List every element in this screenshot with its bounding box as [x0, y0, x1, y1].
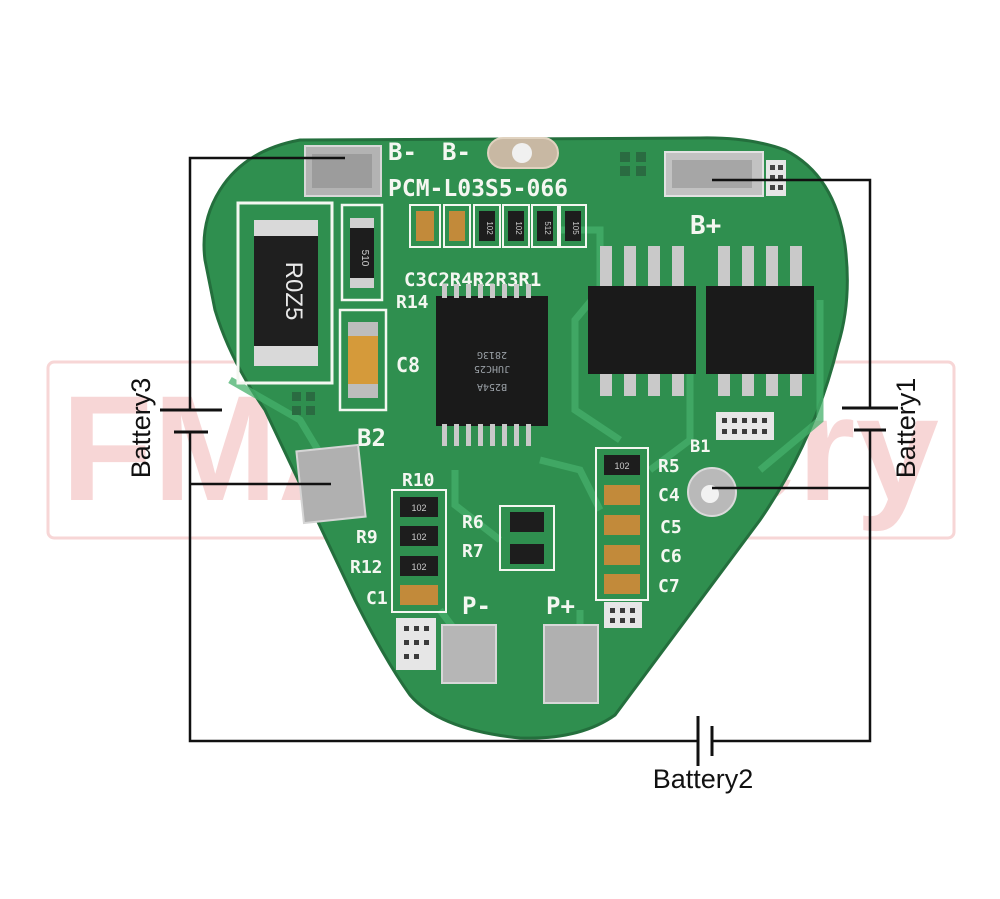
- wire-b-plus: [712, 178, 872, 408]
- label-c4: C4: [658, 485, 680, 506]
- r10-code: 102: [411, 503, 426, 513]
- label-r7: R7: [462, 541, 484, 562]
- ic-marking-1: JUHC25: [474, 363, 510, 374]
- r4-code: 102: [485, 221, 494, 235]
- mosfet-left: [588, 246, 696, 396]
- pcb-board: B- B- PCM-L03S5-066 B+ R0Z5 510 R14 C8: [202, 136, 849, 740]
- b-plus-vias: [766, 160, 786, 196]
- r5-code: 102: [614, 461, 629, 471]
- label-b-minus-2: B-: [442, 138, 471, 166]
- capacitor-c8: [338, 308, 388, 412]
- label-b-minus-1: B-: [388, 138, 417, 166]
- label-r6: R6: [462, 512, 484, 533]
- wire-right-bottom: [712, 430, 872, 743]
- mount-hole-top: [512, 143, 532, 163]
- left-component-column: 102 102 102: [391, 489, 447, 613]
- label-c6: C6: [660, 546, 682, 567]
- pad-p-plus: [543, 624, 599, 704]
- label-top-row: C3C2R4R2R3R1: [404, 269, 541, 291]
- mosfet-right: [706, 246, 814, 396]
- battery-wiring: [160, 156, 898, 766]
- label-p-plus: P+: [546, 592, 575, 620]
- battery1-label: Battery1: [891, 378, 921, 479]
- ic-marking-2: B254A: [477, 381, 507, 392]
- vias-bottom-right: [604, 602, 642, 628]
- r6-r7-components: [499, 505, 555, 571]
- label-c1: C1: [366, 588, 388, 609]
- label-p-minus: P-: [462, 592, 491, 620]
- label-b2: B2: [357, 424, 386, 452]
- label-r10: R10: [402, 470, 435, 491]
- vias-left: [292, 392, 315, 415]
- vias-mid-right: [716, 412, 774, 440]
- test-pads-top: [620, 152, 646, 176]
- pad-p-minus: [441, 624, 497, 684]
- vias-bottom-left: [396, 618, 436, 670]
- r1-code: 105: [571, 221, 580, 235]
- wire-b-minus: [188, 156, 345, 410]
- label-r14: R14: [396, 292, 429, 313]
- label-r12: R12: [350, 557, 383, 578]
- battery2-label: Battery2: [653, 764, 754, 794]
- label-b-plus: B+: [690, 211, 721, 241]
- top-row-components: 102 102 512 105: [409, 204, 587, 248]
- label-r5: R5: [658, 456, 680, 477]
- r9-code: 102: [411, 532, 426, 542]
- wire-left-bottom: [188, 432, 698, 743]
- label-c5: C5: [660, 517, 682, 538]
- board-model: PCM-L03S5-066: [388, 176, 568, 202]
- label-b1: B1: [690, 437, 710, 457]
- right-component-column: 102: [595, 447, 649, 601]
- r2-code: 102: [514, 221, 523, 235]
- protection-ic: JUHC25 B254A 2813G: [436, 284, 548, 446]
- battery3-label: Battery3: [126, 378, 156, 479]
- shunt-marking: R0Z5: [280, 262, 307, 321]
- r3-code: 512: [543, 221, 552, 235]
- resistor-r14: 510: [340, 203, 384, 302]
- label-c7: C7: [658, 576, 680, 597]
- label-r9: R9: [356, 527, 378, 548]
- label-c8: C8: [396, 353, 420, 377]
- r12-code: 102: [411, 562, 426, 572]
- shunt-resistor: R0Z5: [236, 201, 334, 385]
- ic-marking-3: 2813G: [477, 349, 507, 360]
- r14-code: 510: [359, 250, 370, 267]
